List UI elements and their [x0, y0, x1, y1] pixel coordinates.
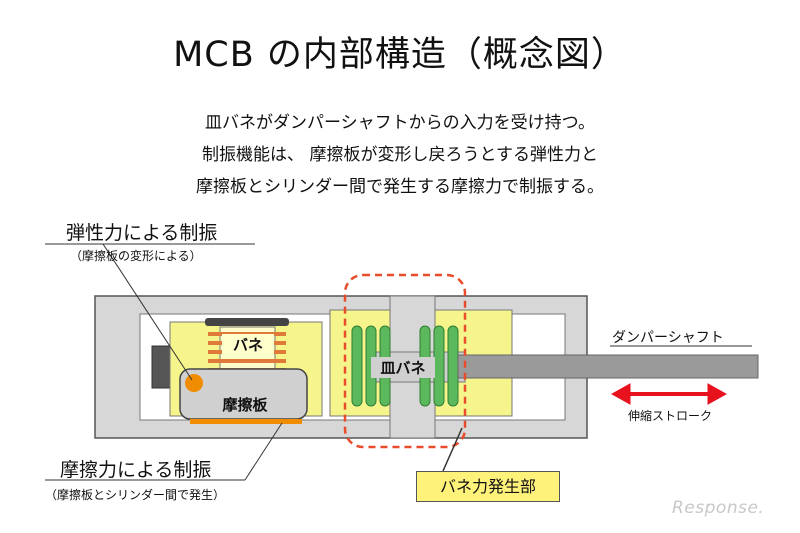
spring-cap: [205, 318, 289, 326]
elastic-leader: [102, 243, 193, 381]
left-end-block: [151, 345, 171, 389]
description-line-2: 制振機能は、 摩擦板が変形し戻ろうとする弾性力と: [202, 145, 598, 165]
friction-leader: [244, 422, 283, 481]
friction-damping-title: 摩擦力による制振: [60, 459, 212, 481]
response-watermark: Response.: [672, 498, 765, 518]
elastic-damping-subtitle: （摩擦板の変形による）: [70, 249, 202, 263]
spring-label: バネ: [222, 334, 274, 355]
spring-force-section-label: バネ力発生部: [416, 471, 560, 502]
disc-spring-label: 皿バネ: [371, 357, 435, 378]
stroke-label: 伸縮ストローク: [628, 409, 713, 423]
damper-shaft: [457, 354, 759, 379]
friction-damping-subtitle: （摩擦板とシリンダー間で発生）: [45, 488, 226, 502]
spring-force-region: [343, 273, 467, 449]
elastic-point: [185, 374, 203, 392]
page-title: MCB の内部構造（概念図）: [173, 35, 627, 75]
friction-plate-label: 摩擦板: [222, 396, 268, 414]
damper-shaft-label: ダンパーシャフト: [612, 330, 724, 346]
description-line-1: 皿バネがダンパーシャフトからの入力を受け持つ。: [205, 113, 595, 133]
section-leader: [442, 427, 463, 472]
elastic-damping-title: 弾性力による制振: [66, 222, 218, 244]
description-line-3: 摩擦板とシリンダー間で発生する摩擦力で制振する。: [196, 177, 604, 197]
friction-strip: [190, 419, 302, 424]
stroke-arrow: [610, 383, 728, 405]
